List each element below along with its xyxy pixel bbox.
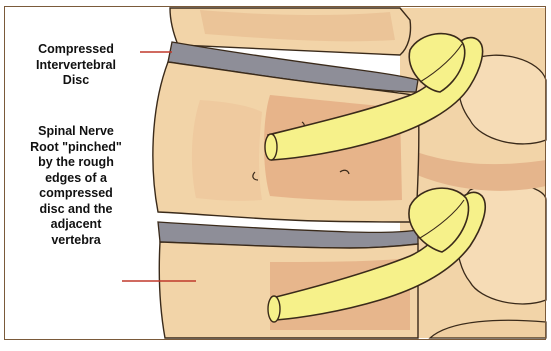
lower-nerve-end <box>268 296 280 322</box>
upper-nerve-end <box>265 134 277 160</box>
pinched-nerve-label: Spinal Nerve Root "pinched" by the rough… <box>10 124 142 248</box>
compressed-disc-label: Compressed Intervertebral Disc <box>14 42 138 89</box>
middle-vertebra-dark <box>192 100 262 201</box>
